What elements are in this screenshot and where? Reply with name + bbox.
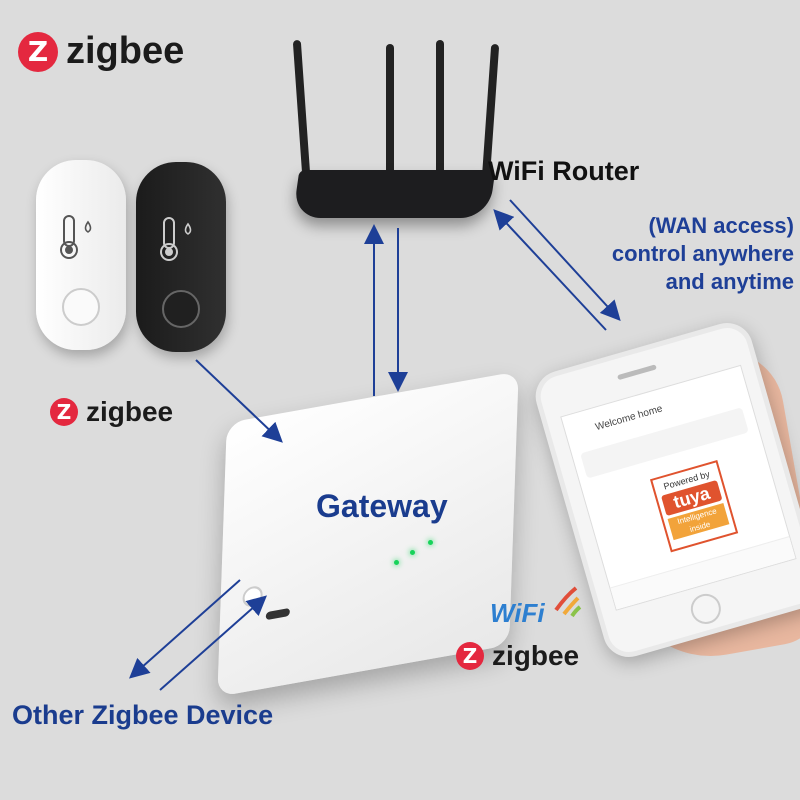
zigbee-logo-bottom: Z zigbee — [456, 640, 579, 672]
gateway-button[interactable] — [242, 584, 263, 609]
wan-line-3: and anytime — [665, 269, 794, 294]
zigbee-z-icon: Z — [50, 398, 78, 426]
zigbee-logo-sensors: Z zigbee — [50, 396, 173, 428]
phone-screen: Welcome home Powered by tuya Intelligenc… — [560, 364, 797, 611]
thermometer-icon — [160, 217, 192, 261]
sensor-button[interactable] — [162, 290, 200, 328]
white-sensor — [36, 160, 126, 350]
status-led — [428, 540, 433, 545]
gateway-port — [265, 607, 290, 621]
status-led — [410, 550, 415, 555]
app-card — [580, 407, 749, 479]
water-drop-icon — [184, 222, 192, 235]
home-button[interactable] — [687, 590, 725, 628]
status-led — [394, 560, 399, 565]
wan-line-1: (WAN access) — [648, 213, 794, 238]
zigbee-wordmark: zigbee — [492, 640, 580, 671]
zigbee-z-icon: Z — [18, 31, 58, 72]
water-drop-icon — [84, 220, 92, 233]
wifi-router — [292, 170, 496, 218]
wifi-waves-icon — [554, 586, 582, 618]
zigbee-wordmark: zigbee — [66, 30, 185, 72]
wan-line-2: control anywhere — [611, 241, 794, 266]
gateway-label: Gateway — [316, 488, 448, 524]
router-antenna — [436, 40, 444, 185]
router-antenna — [386, 44, 394, 184]
wifi-wordmark: WiFi — [490, 598, 545, 628]
phone-speaker — [617, 364, 657, 381]
zigbee-z-icon: Z — [456, 642, 484, 670]
zigbee-logo-top: Z zigbee — [18, 30, 184, 73]
other-zigbee-device-label: Other Zigbee Device — [12, 700, 274, 730]
wan-access-text: (WAN access) control anywhere and anytim… — [494, 212, 794, 296]
tuya-badge: Powered by tuya Intelligence inside — [649, 460, 739, 553]
router-antenna — [292, 39, 312, 191]
sensor-button[interactable] — [62, 288, 100, 326]
thermometer-icon — [60, 215, 92, 259]
router-label: WiFi Router — [488, 156, 640, 186]
zigbee-wordmark: zigbee — [86, 396, 174, 427]
black-sensor — [136, 162, 226, 352]
